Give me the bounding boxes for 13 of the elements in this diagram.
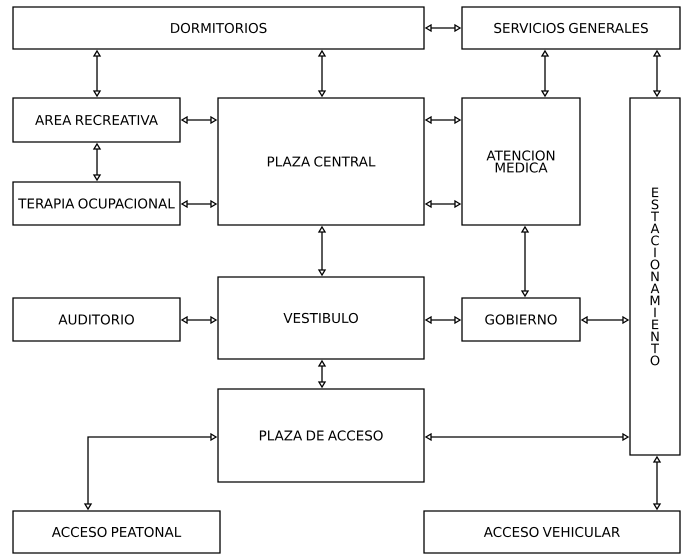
block-box: AUDITORIO [12, 297, 181, 342]
block-box: PLAZA DE ACCESO [217, 388, 425, 483]
block-box: GOBIERNO [461, 297, 581, 342]
block-box: AREA RECREATIVA [12, 97, 181, 143]
block-box: ACCESO VEHICULAR [423, 510, 681, 554]
block-box: ACCESO PEATONAL [12, 510, 221, 554]
block-box: ATENCION MEDICA [461, 97, 581, 226]
block-box: PLAZA CENTRAL [217, 97, 425, 226]
block-box: TERAPIA OCUPACIONAL [12, 181, 181, 226]
block-box: DORMITORIOS [12, 6, 425, 50]
block-box: ESTACIONAMIENTO [629, 97, 681, 456]
block-box: SERVICIOS GENERALES [461, 6, 681, 50]
block-box: VESTIBULO [217, 276, 425, 360]
